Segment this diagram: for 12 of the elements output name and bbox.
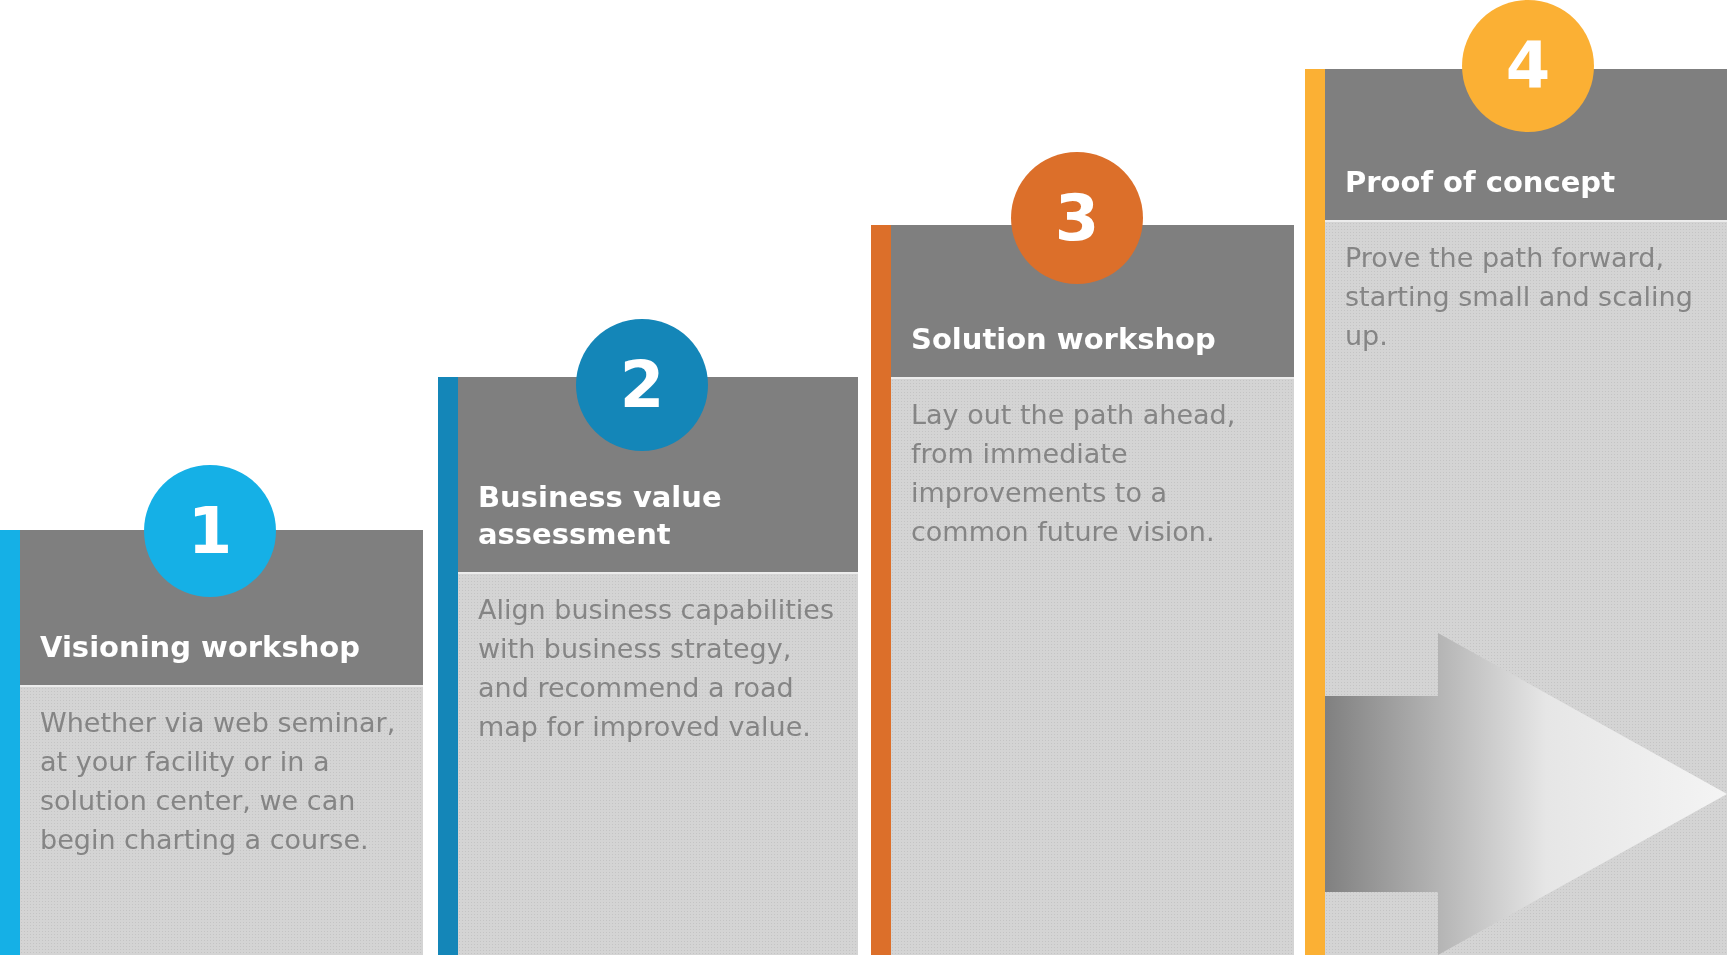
step-description: Lay out the path ahead, from immediate improvements to a common future vision.	[911, 398, 1237, 550]
step-description: Whether via web seminar, at your facility or in a solution center, we can begin charting a course.	[40, 706, 397, 858]
step-title: Visioning workshop	[40, 629, 361, 667]
step-title: Solution workshop	[911, 321, 1217, 359]
step-number-circle: 4	[1462, 0, 1594, 132]
step-number-circle: 1	[144, 465, 276, 597]
step-title: Business value assessment	[478, 478, 723, 554]
step-number-circle: 2	[576, 319, 708, 451]
step-title: Proof of concept	[1345, 164, 1616, 202]
step-description: Prove the path forward, starting small and scaling up.	[1345, 241, 1694, 354]
step-number-circle: 3	[1011, 152, 1143, 284]
step-description: Align business capabilities with business strategy, and recommend a road map for improved value.	[478, 593, 836, 745]
